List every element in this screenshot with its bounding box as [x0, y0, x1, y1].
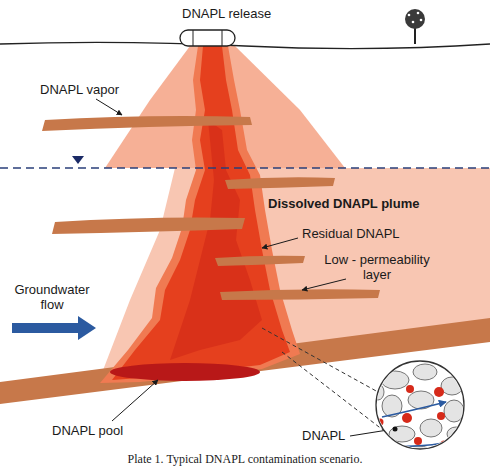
pore-inset	[414, 437, 422, 445]
pore-inset	[393, 427, 398, 432]
tank-symbol	[180, 30, 235, 46]
residual-dnapl	[112, 46, 290, 380]
callout-label: DNAPL vapor	[40, 82, 119, 97]
low-permeability-lens	[52, 218, 245, 235]
pore-inset	[372, 364, 465, 458]
pore-inset	[420, 419, 442, 437]
pore-inset	[377, 385, 448, 448]
water-table-symbol	[72, 156, 84, 164]
pore-inset	[372, 361, 465, 458]
ground-surface	[0, 42, 490, 48]
pore-inset	[441, 441, 448, 448]
pore-inset	[386, 440, 458, 446]
callout-label: Dissolved DNAPL plume	[268, 196, 419, 211]
pore-inset	[404, 446, 432, 458]
low-permeability-lens	[220, 289, 380, 300]
pore-inset	[372, 384, 384, 400]
tree-symbol	[417, 12, 420, 15]
leader-line	[96, 99, 122, 115]
pore-inset	[406, 385, 414, 393]
pore-inset	[377, 419, 384, 426]
pore-inset	[434, 387, 444, 397]
pore-inset	[413, 364, 437, 380]
zoom-line	[262, 328, 378, 392]
figure-caption: Plate 1. Typical DNAPL contamination sce…	[0, 452, 490, 467]
tree-symbol	[412, 21, 415, 24]
tank-symbol	[193, 30, 194, 46]
callout-label: DNAPL	[302, 428, 345, 443]
pore-inset	[441, 377, 463, 395]
callout-label: Residual DNAPL	[302, 226, 400, 241]
low-permeability-lens	[225, 177, 335, 189]
pore-inset	[447, 427, 465, 441]
pore-inset	[402, 413, 412, 423]
leader-line	[302, 279, 346, 290]
pore-inset	[376, 361, 464, 449]
tree-symbol	[420, 19, 423, 22]
groundwater-arrow	[12, 316, 96, 340]
low-permeability-lens	[42, 116, 252, 131]
callout-label: DNAPL pool	[52, 423, 123, 438]
tank-symbol	[222, 30, 223, 46]
residual-blotch	[170, 120, 262, 360]
callout-label: Groundwater flow	[8, 282, 96, 312]
leader-line	[112, 380, 158, 421]
pore-inset	[389, 426, 415, 442]
tree-symbol	[405, 9, 425, 29]
water-table	[0, 167, 490, 168]
low-permeability-lens	[215, 256, 305, 266]
callout-label: DNAPL release	[182, 6, 271, 21]
tree-symbol	[408, 14, 411, 17]
leader-line	[262, 238, 298, 248]
zoom-line	[282, 352, 392, 437]
pore-inset	[444, 400, 464, 422]
tank-symbol	[180, 30, 235, 46]
pore-inset	[381, 371, 409, 389]
leader-line	[96, 99, 394, 436]
pore-inset	[382, 402, 446, 417]
zoom-line	[262, 328, 392, 437]
pore-inset	[437, 412, 445, 420]
tree-symbol	[405, 9, 425, 44]
callout-label: Low - permeability layer	[318, 252, 436, 282]
dnapl-pool	[110, 363, 260, 381]
pore-inset	[372, 364, 465, 458]
